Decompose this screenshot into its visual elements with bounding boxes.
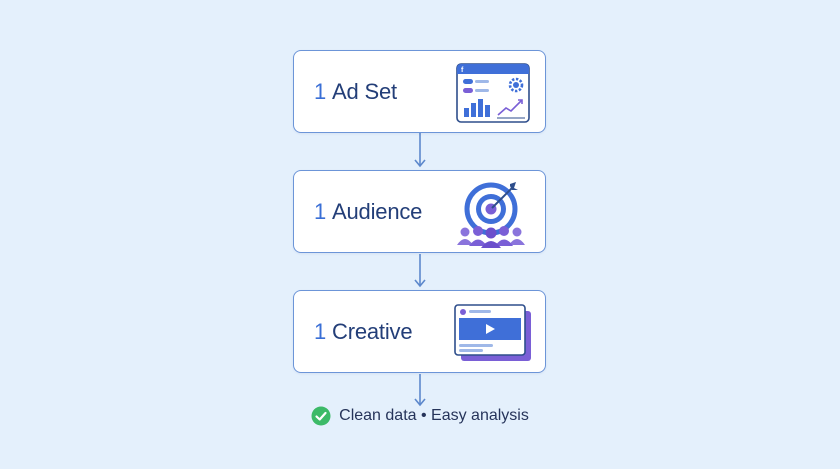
- ad-dashboard-icon: f: [456, 63, 530, 123]
- step-number: 1: [314, 198, 327, 224]
- creative-card: 1 Creative: [293, 290, 546, 373]
- check-circle-icon: [311, 406, 331, 426]
- step-title: Ad Set: [332, 78, 397, 104]
- ad-set-card: 1 Ad Set f: [293, 50, 546, 133]
- footer-note: Clean data • Easy analysis: [0, 406, 840, 426]
- step-number: 1: [314, 78, 327, 104]
- audience-target-icon: [457, 182, 525, 248]
- audience-label: 1 Audience: [314, 171, 422, 252]
- creative-label: 1 Creative: [314, 291, 413, 372]
- ad-set-label: 1 Ad Set: [314, 51, 397, 132]
- step-number: 1: [314, 318, 327, 344]
- footer-text: Clean data • Easy analysis: [339, 407, 529, 424]
- video-creative-icon: [454, 304, 531, 361]
- step-title: Audience: [332, 198, 423, 224]
- audience-card: 1 Audience: [293, 170, 546, 253]
- svg-text:f: f: [461, 67, 464, 74]
- step-title: Creative: [332, 318, 413, 344]
